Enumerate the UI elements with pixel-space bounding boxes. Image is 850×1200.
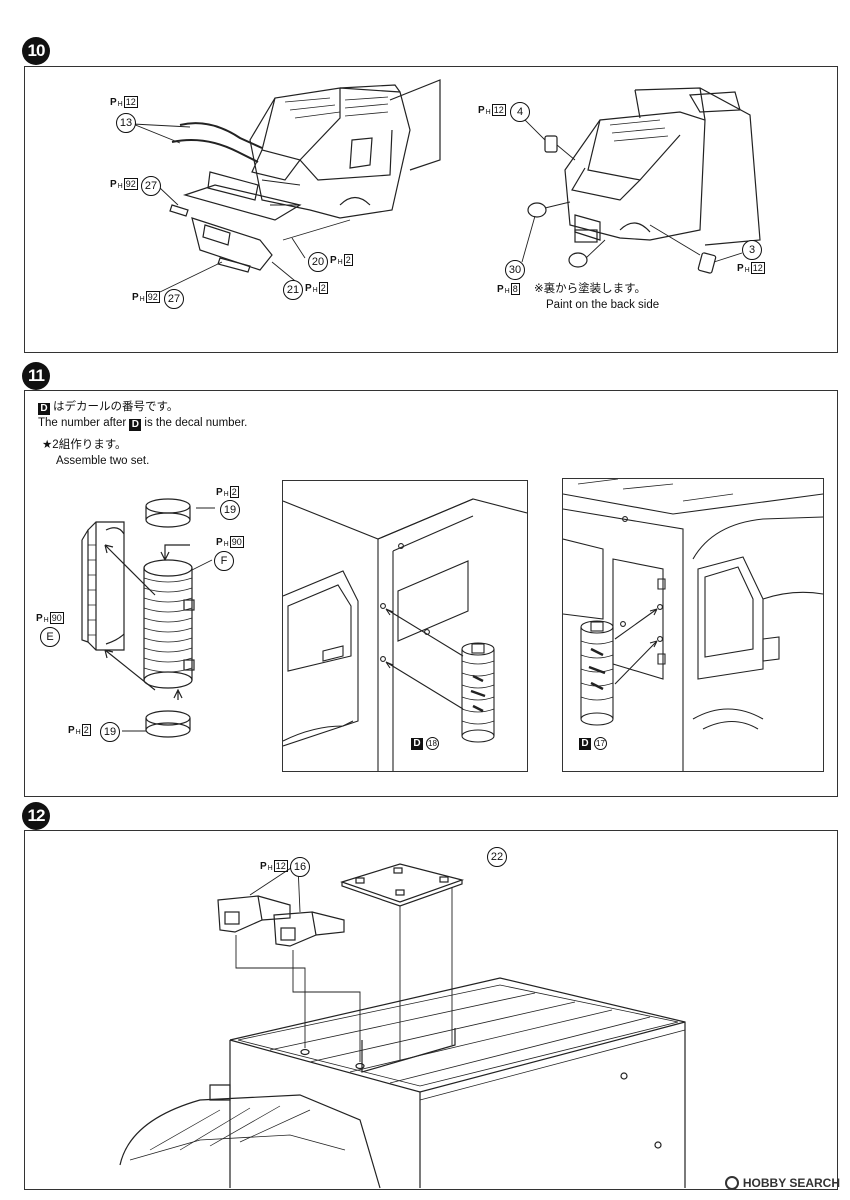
step-10-marker: 10 — [22, 37, 50, 65]
step-11-marker: 11 — [22, 362, 50, 390]
part-13-callout: 13 — [116, 113, 136, 133]
part-F-callout: F — [214, 551, 234, 571]
step-number: 10 — [27, 41, 46, 60]
part-19-bottom-callout: 19 — [100, 722, 120, 742]
part-27b-callout: 27 — [164, 289, 184, 309]
part-4-callout: 4 — [510, 102, 530, 122]
hobby-search-logo-icon — [724, 1176, 739, 1190]
part-3-callout: 3 — [742, 240, 762, 260]
step-12-marker: 12 — [22, 802, 50, 830]
step-12-panel — [24, 830, 838, 1190]
cab-side — [283, 570, 359, 747]
lantern-left-mounting — [283, 498, 527, 771]
watermark: HOBBY SEARCH — [724, 1176, 840, 1190]
assemble-note-jp: ★2組作ります。 — [42, 439, 127, 451]
part-20-callout: 20 — [308, 252, 328, 272]
step-number: 12 — [27, 806, 46, 825]
assemble-note-en: Assemble two set. — [56, 455, 150, 467]
part-30-callout: 30 — [505, 260, 525, 280]
part-16-callout: 16 — [290, 857, 310, 877]
paint-note-en: Paint on the back side — [546, 299, 660, 311]
part-19-top-callout: 19 — [220, 500, 240, 520]
part-22-callout: 22 — [487, 847, 507, 867]
cab-roof — [692, 516, 823, 560]
step-10-panel — [24, 66, 838, 353]
part-21-callout: 21 — [283, 280, 303, 300]
part-E-callout: E — [40, 627, 60, 647]
lantern-right-mounting — [563, 479, 823, 771]
part-27a-callout: 27 — [141, 176, 161, 196]
step-number: 11 — [28, 366, 45, 385]
paint-note-jp: ※裏から塗装します。 — [534, 283, 646, 295]
